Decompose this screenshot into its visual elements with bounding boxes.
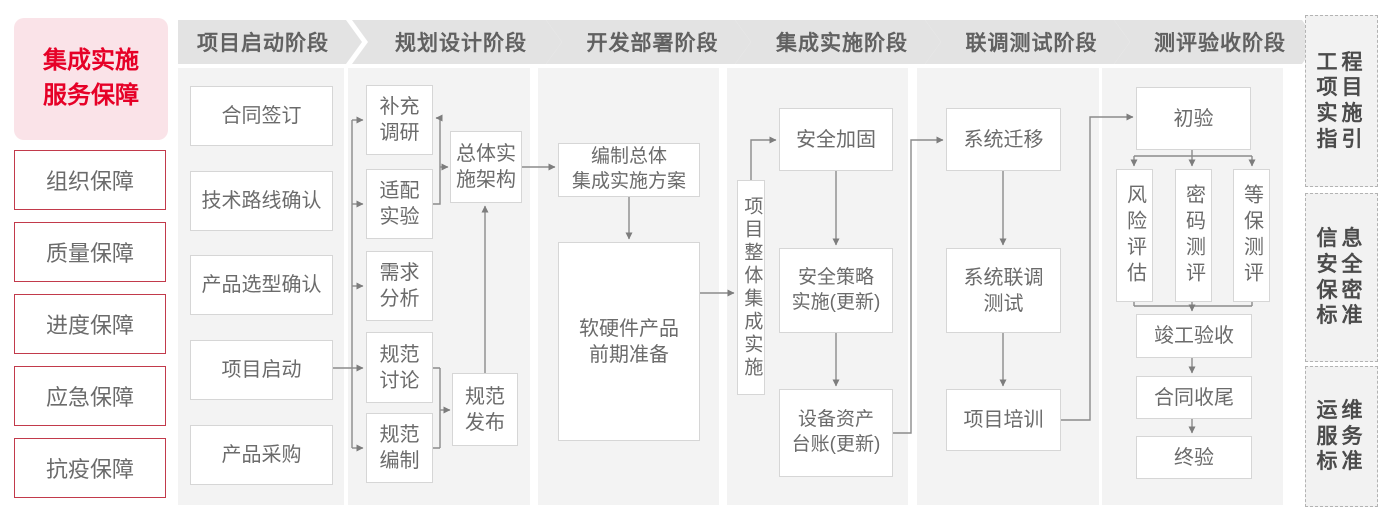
standard-om-service: 运维 服务 标准 xyxy=(1305,366,1378,507)
box-security-hardening: 安全加固 xyxy=(779,108,893,171)
standard-project-implementation-guide: 工程 项目 实施 指引 xyxy=(1305,15,1378,187)
box-overall-project-integration: 项目整体集成实施 xyxy=(737,180,765,395)
phase-header-evaluation-acceptance: 测评验收阶段 xyxy=(1114,20,1318,64)
box-project-kickoff: 项目启动 xyxy=(190,340,333,400)
box-spec-release: 规范 发布 xyxy=(452,373,518,446)
box-spec-discussion: 规范 讨论 xyxy=(366,332,433,403)
box-security-policy-implementation: 安全策略 实施(更新) xyxy=(779,248,893,333)
phase-header-joint-testing: 联调测试阶段 xyxy=(925,20,1130,64)
box-system-migration: 系统迁移 xyxy=(946,108,1061,171)
box-completion-acceptance: 竣工验收 xyxy=(1136,314,1252,358)
box-risk-assessment: 风险评估 xyxy=(1116,169,1153,302)
box-requirement-analysis: 需求 分析 xyxy=(366,251,433,321)
phase-header-project-kickoff: 项目启动阶段 xyxy=(178,20,362,64)
guarantee-item-quality: 质量保障 xyxy=(14,222,166,282)
box-adaptation-experiment: 适配 实验 xyxy=(366,169,433,239)
box-final-acceptance: 终验 xyxy=(1136,436,1252,479)
box-hw-sw-product-preparation: 软硬件产品 前期准备 xyxy=(558,242,700,441)
box-mlps-testing: 等保测评 xyxy=(1233,169,1270,302)
box-contract-signing: 合同签订 xyxy=(190,86,333,146)
box-tech-route-confirm: 技术路线确认 xyxy=(190,171,333,231)
box-project-training: 项目培训 xyxy=(946,389,1061,451)
box-product-selection-confirm: 产品选型确认 xyxy=(190,255,333,315)
box-product-procurement: 产品采购 xyxy=(190,425,333,485)
phase-header-integration-implementation: 集成实施阶段 xyxy=(735,20,941,64)
standard-info-security-confidentiality: 信息 安全 保密 标准 xyxy=(1305,193,1378,362)
box-spec-drafting: 规范 编制 xyxy=(366,413,433,483)
box-supplementary-research: 补充 调研 xyxy=(366,85,433,155)
box-overall-integration-plan: 编制总体 集成实施方案 xyxy=(558,143,700,197)
guarantee-item-organization: 组织保障 xyxy=(14,150,166,210)
box-initial-acceptance: 初验 xyxy=(1136,87,1251,150)
phase-header-dev-deployment: 开发部署阶段 xyxy=(546,20,751,64)
box-system-joint-testing: 系统联调 测试 xyxy=(946,248,1061,333)
guarantee-item-emergency: 应急保障 xyxy=(14,366,166,426)
phase-header-planning-design: 规划设计阶段 xyxy=(352,20,562,64)
box-overall-implementation-architecture: 总体实 施架构 xyxy=(450,131,522,203)
box-crypto-testing: 密码测评 xyxy=(1175,169,1212,302)
box-equipment-asset-ledger: 设备资产 台账(更新) xyxy=(779,389,893,477)
box-contract-closure: 合同收尾 xyxy=(1136,376,1252,419)
guarantee-item-schedule: 进度保障 xyxy=(14,294,166,354)
left-panel-title: 集成实施 服务保障 xyxy=(14,18,168,140)
guarantee-item-epidemic: 抗疫保障 xyxy=(14,438,166,498)
